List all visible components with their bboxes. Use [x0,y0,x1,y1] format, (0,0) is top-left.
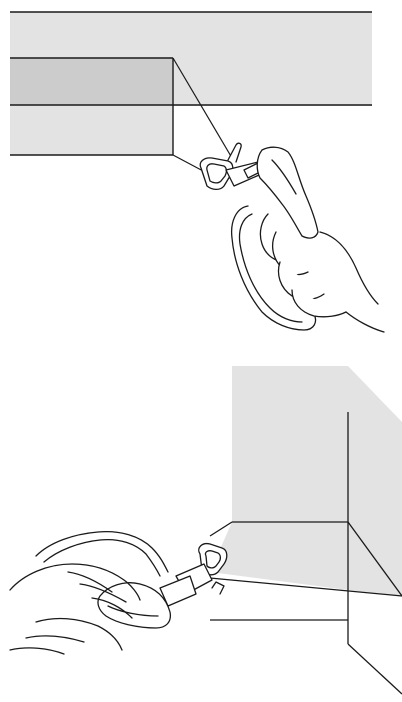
ceiling-spray-illustration [0,0,402,350]
beam-underside [10,105,173,155]
corner-spray-illustration [0,350,402,702]
illustration-panel-bottom [0,350,402,702]
spray-gun-icon [10,532,227,654]
spray-gun-icon [200,143,384,332]
illustration-panel-top [0,0,402,350]
beam-face [10,58,173,105]
